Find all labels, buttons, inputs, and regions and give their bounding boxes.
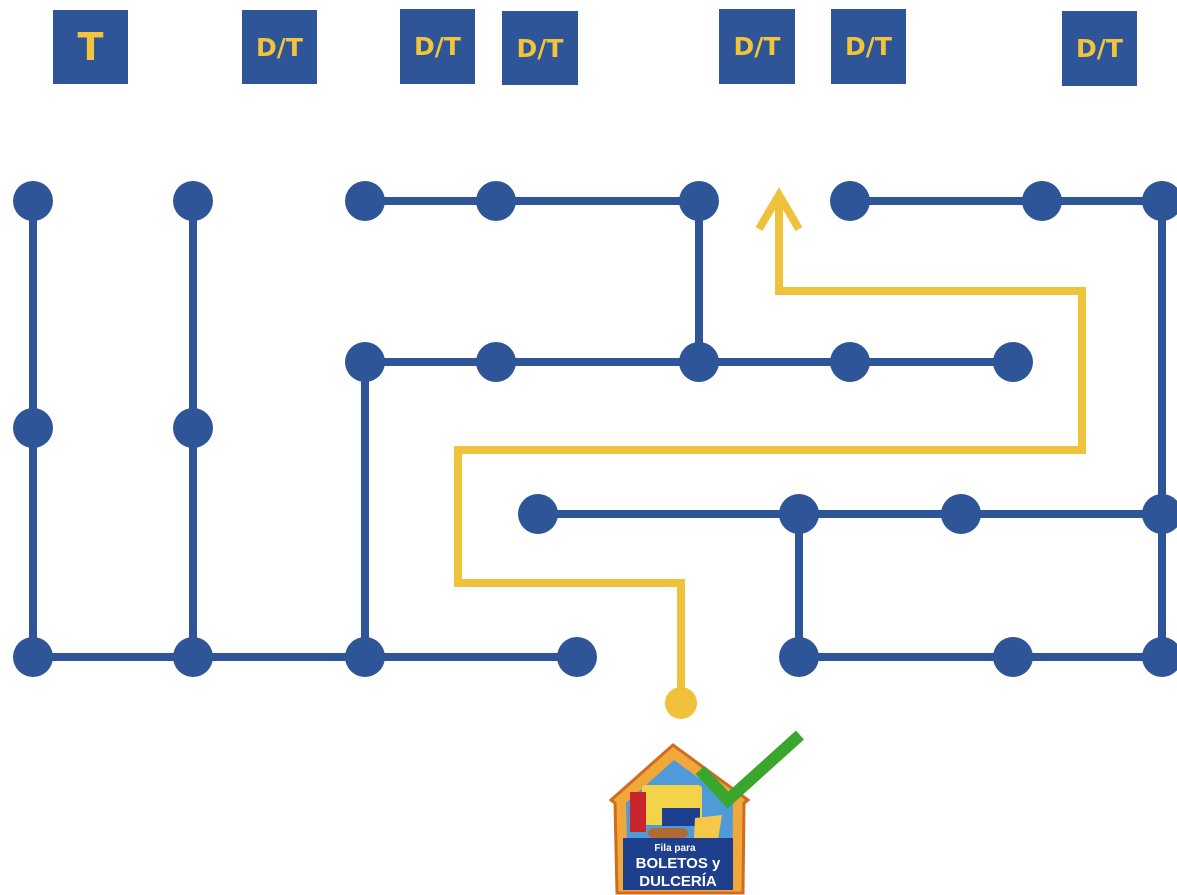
queue-node	[779, 637, 819, 677]
queue-node	[779, 494, 819, 534]
checkmark-icon	[700, 735, 800, 800]
queue-node	[345, 342, 385, 382]
hotdog-icon	[648, 828, 688, 838]
queue-node	[679, 181, 719, 221]
queue-node	[13, 181, 53, 221]
queue-nodes	[13, 181, 1177, 677]
queue-node	[679, 342, 719, 382]
queue-node	[345, 637, 385, 677]
queue-node	[993, 637, 1033, 677]
booth-line-3: DULCERÍA	[639, 873, 717, 890]
queue-node	[518, 494, 558, 534]
booth-sign-icon: Fila para BOLETOS y DULCERÍA	[611, 735, 800, 893]
queue-node	[1022, 181, 1062, 221]
soda-icon	[630, 792, 646, 832]
queue-node	[13, 637, 53, 677]
booth-line-1: Fila para	[654, 843, 696, 854]
nachos-icon	[694, 815, 722, 840]
queue-node	[476, 342, 516, 382]
booth-line-2: BOLETOS y	[636, 855, 721, 872]
queue-node	[173, 408, 213, 448]
queue-node	[941, 494, 981, 534]
queue-node	[830, 181, 870, 221]
walking-path	[458, 203, 1082, 703]
queue-node	[13, 408, 53, 448]
queue-node	[830, 342, 870, 382]
queue-node	[345, 181, 385, 221]
queue-node	[1142, 181, 1177, 221]
queue-node	[173, 181, 213, 221]
queue-node	[557, 637, 597, 677]
queue-node	[1142, 494, 1177, 534]
start-dot	[665, 687, 697, 719]
queue-node	[993, 342, 1033, 382]
queue-node	[1142, 637, 1177, 677]
queue-node	[476, 181, 516, 221]
queue-node	[173, 637, 213, 677]
ticket-icon	[662, 808, 700, 826]
